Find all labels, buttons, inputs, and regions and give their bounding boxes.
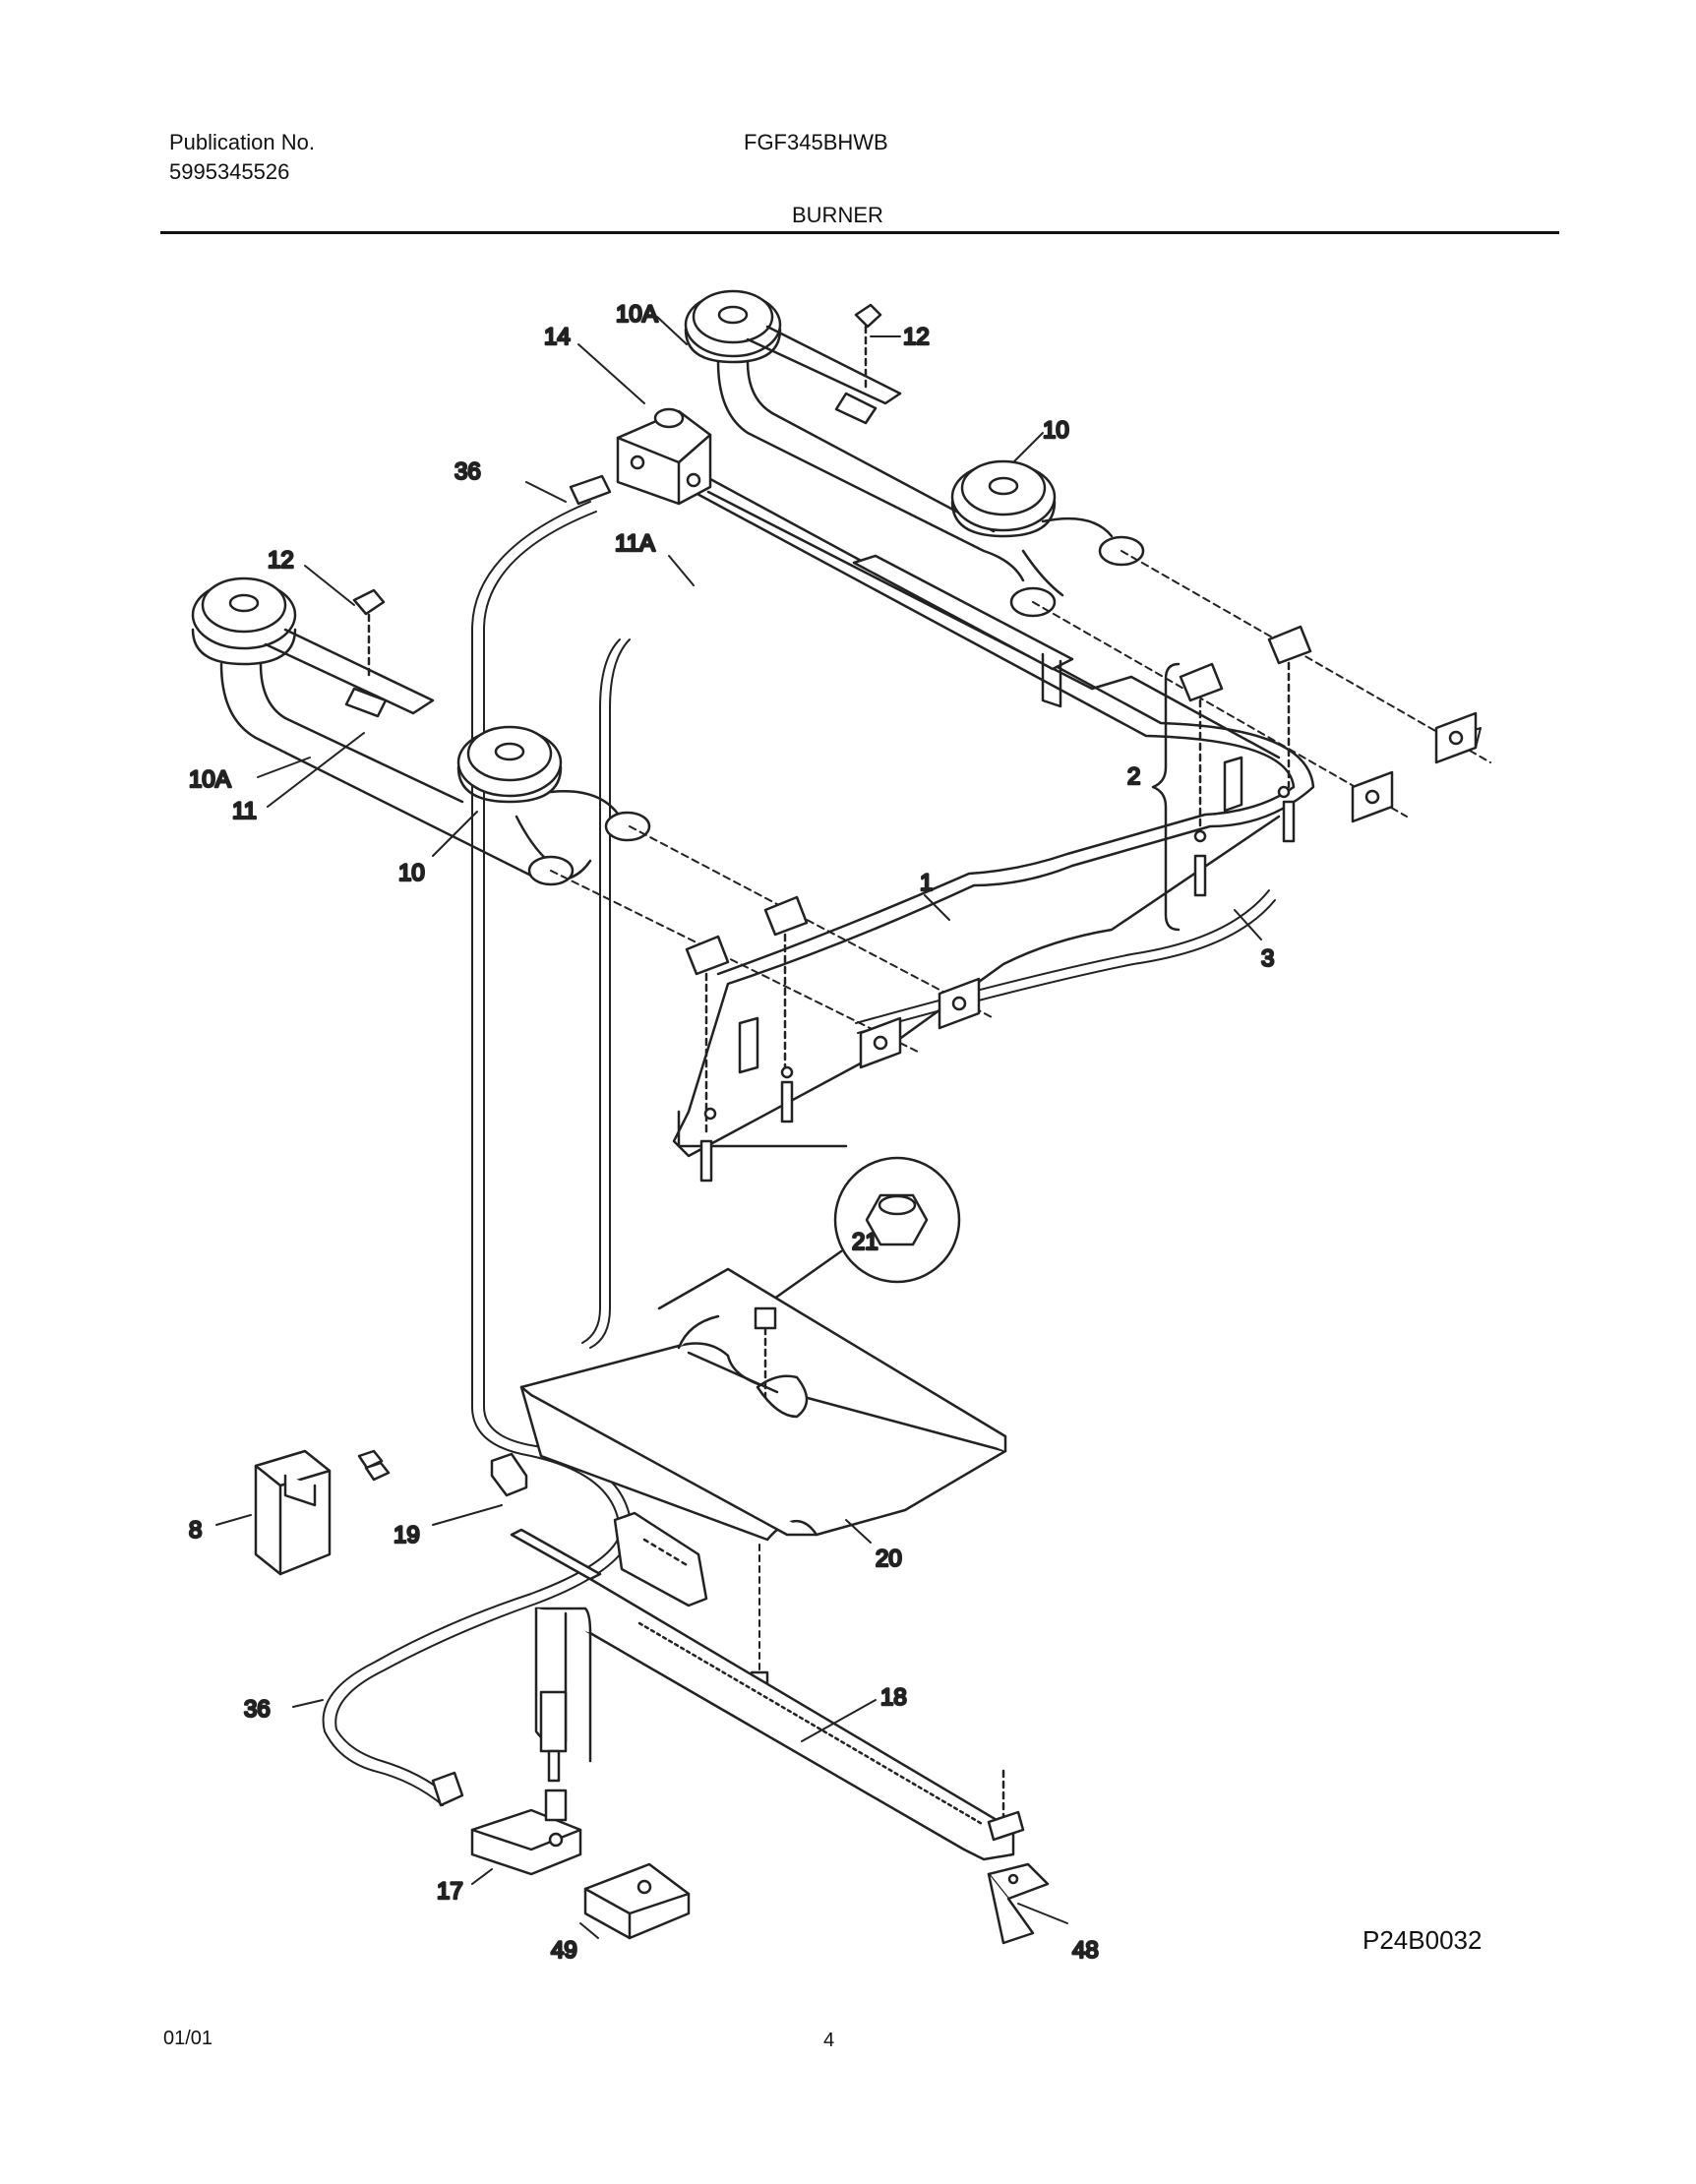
flame-deflector bbox=[519, 1267, 1007, 1542]
callout-10a-left: 10A bbox=[189, 766, 231, 793]
header-rule bbox=[160, 231, 1559, 234]
spark-module bbox=[254, 1449, 332, 1576]
callout-3: 3 bbox=[1261, 945, 1274, 972]
igniter bbox=[613, 1511, 708, 1608]
gas-tubes bbox=[322, 501, 1276, 1806]
broil-burner bbox=[510, 1528, 1025, 1861]
callout-17: 17 bbox=[437, 1878, 463, 1905]
callout-12-left: 12 bbox=[268, 547, 294, 574]
callout-11a: 11A bbox=[615, 530, 655, 557]
figure-code: P24B0032 bbox=[1363, 1925, 1483, 1955]
pressure-regulator bbox=[569, 407, 712, 506]
callout-36-top: 36 bbox=[454, 458, 481, 485]
rear-burner-rail bbox=[706, 490, 1281, 759]
rear-burner-assembly bbox=[684, 289, 1145, 618]
callout-8: 8 bbox=[189, 1517, 202, 1544]
callout-14: 14 bbox=[544, 324, 571, 350]
model-number: FGF345BHWB bbox=[744, 130, 888, 154]
callout-1: 1 bbox=[920, 870, 933, 896]
leader-lines bbox=[215, 316, 1262, 1939]
callout-10-left: 10 bbox=[398, 860, 425, 886]
publication-label: Publication No. bbox=[169, 130, 315, 154]
callout-48: 48 bbox=[1072, 1937, 1099, 1964]
callout-2: 2 bbox=[1127, 763, 1140, 790]
publication-number: 5995345526 bbox=[169, 159, 290, 184]
broil-valve bbox=[431, 1771, 582, 1876]
broil-valve-shield bbox=[583, 1862, 691, 1940]
callout-12-top: 12 bbox=[903, 324, 930, 350]
callout-10-top: 10 bbox=[1043, 417, 1069, 444]
wire-connector bbox=[490, 1452, 528, 1497]
burner-valves bbox=[685, 625, 1312, 1183]
page-number: 4 bbox=[823, 2030, 835, 2051]
front-burner-assembly bbox=[191, 576, 651, 886]
callout-20: 20 bbox=[876, 1546, 902, 1572]
callout-49: 49 bbox=[551, 1937, 577, 1964]
callout-18: 18 bbox=[880, 1684, 907, 1711]
callout-19: 19 bbox=[394, 1522, 420, 1548]
callout-10a-top: 10A bbox=[616, 301, 658, 328]
bracket-brace bbox=[1151, 662, 1181, 932]
clip-small bbox=[357, 1449, 384, 1470]
switch-plates bbox=[859, 711, 1478, 1069]
burner-bracket bbox=[987, 1862, 1050, 1945]
callout-11: 11 bbox=[232, 798, 257, 824]
callout-21: 21 bbox=[852, 1229, 878, 1255]
footer-date: 01/01 bbox=[163, 2028, 213, 2049]
manifold-frame bbox=[672, 465, 1315, 1158]
section-title: BURNER bbox=[792, 203, 883, 227]
frame-brackets bbox=[703, 756, 1291, 1121]
clip-small-2 bbox=[364, 1461, 391, 1482]
nut-detail bbox=[765, 1156, 961, 1305]
burner-valve-axes bbox=[550, 550, 1491, 1054]
callout-36-bottom: 36 bbox=[244, 1696, 271, 1723]
